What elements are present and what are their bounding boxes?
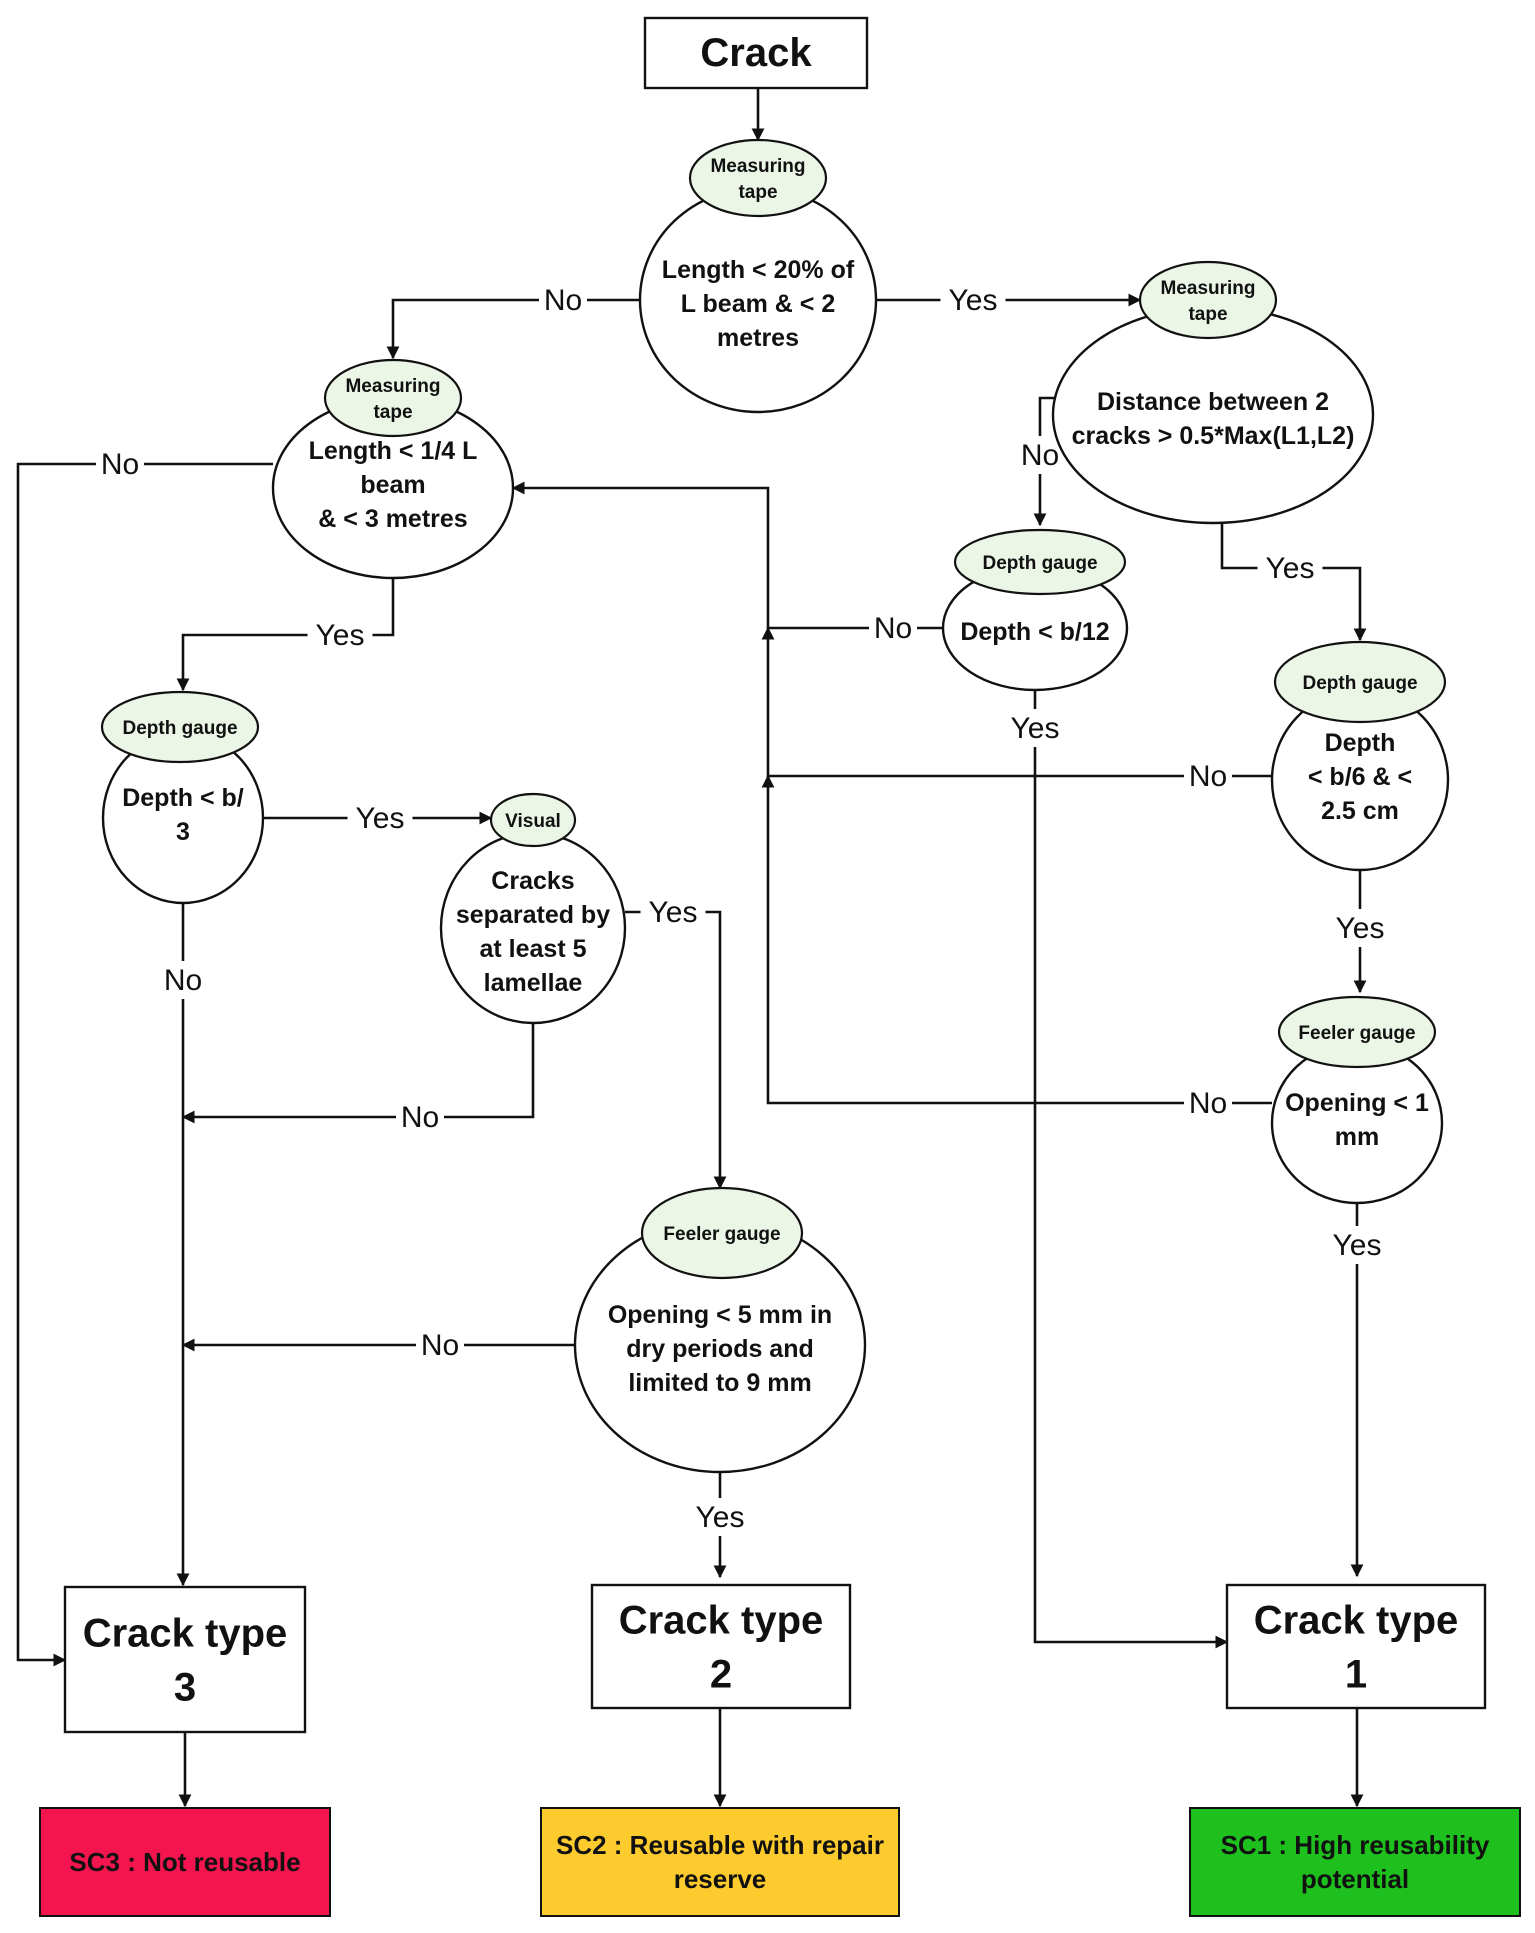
edge-label-bg-e1 — [539, 281, 587, 319]
edge-label-e13: No — [164, 964, 202, 997]
tool-label-d8: Feeler gauge — [1298, 1023, 1415, 1044]
tool-badge-d3 — [323, 358, 463, 438]
edge-label-bg-e15 — [396, 1098, 444, 1136]
crack-type-box-t3 — [63, 1585, 307, 1734]
tool-label-d7: Visual — [505, 811, 561, 832]
condition-label-d5: Depth< b/6 & <2.5 cm — [1308, 729, 1412, 825]
edge-label-e14: Yes — [356, 802, 405, 835]
connector-e4 — [176, 578, 395, 692]
connector-e1 — [386, 298, 642, 360]
edge-label-e1: No — [544, 284, 582, 317]
edge-label-e11: No — [1189, 1087, 1227, 1120]
start-box — [643, 16, 869, 90]
edge-label-bg-e9 — [1184, 757, 1232, 795]
edge-label-e18: Yes — [696, 1501, 745, 1534]
connector-e15 — [181, 1023, 535, 1124]
tool-label-d4: Depth gauge — [982, 553, 1097, 574]
start-label: Crack — [700, 31, 812, 75]
edge-label-bg-e14 — [347, 799, 413, 837]
result-box-sc2 — [540, 1807, 900, 1917]
edge-label-bg-e4 — [307, 616, 373, 654]
edge-label-e7: No — [874, 612, 912, 645]
edge-label-bg-e16 — [640, 893, 706, 931]
tool-badge-d6 — [100, 690, 260, 764]
crack-type-box-t1 — [1225, 1583, 1487, 1710]
edge-label-bg-e3 — [96, 445, 144, 483]
condition-label-d6: Depth < b/3 — [122, 784, 244, 846]
tool-badge-d2 — [1138, 260, 1278, 340]
edge-label-bg-e12 — [1324, 1226, 1390, 1264]
result-box-sc1 — [1189, 1807, 1521, 1917]
edge-label-bg-e7 — [869, 609, 917, 647]
edge-label-e3: No — [101, 448, 139, 481]
edge-label-e5: No — [1021, 439, 1059, 472]
edge-label-e17: No — [421, 1329, 459, 1362]
connector-e16 — [625, 910, 727, 1190]
edge-label-bg-e2 — [940, 281, 1006, 319]
edge-label-bg-e13 — [159, 961, 207, 999]
tool-badge-d8 — [1277, 995, 1437, 1069]
edge-label-bg-e10 — [1327, 909, 1393, 947]
edge-label-e2: Yes — [949, 284, 998, 317]
edge-label-e8: Yes — [1011, 712, 1060, 745]
edge-label-e16: Yes — [649, 896, 698, 929]
tool-label-d5: Depth gauge — [1302, 673, 1417, 694]
edge-label-bg-e8 — [1002, 709, 1068, 747]
tool-badge-d7 — [489, 792, 577, 848]
tool-badge-d5 — [1273, 640, 1447, 724]
tool-badge-d9 — [640, 1186, 804, 1280]
condition-label-d4: Depth < b/12 — [960, 618, 1109, 646]
tool-label-d6: Depth gauge — [122, 718, 237, 739]
connector-e5 — [1033, 396, 1058, 527]
connector-e8 — [1033, 690, 1229, 1649]
edge-label-e4: Yes — [316, 619, 365, 652]
edge-label-e6: Yes — [1266, 552, 1315, 585]
tool-badge-d1 — [688, 138, 828, 218]
result-label-sc3: SC3 : Not reusable — [69, 1847, 300, 1877]
tool-badge-d4 — [953, 528, 1127, 596]
edge-label-e10: Yes — [1336, 912, 1385, 945]
edge-label-bg-e11 — [1184, 1084, 1232, 1122]
connector-e3 — [16, 462, 273, 1667]
edge-label-e15: No — [401, 1101, 439, 1134]
edge-label-bg-e6 — [1257, 549, 1323, 587]
connector-e11 — [761, 774, 1272, 1105]
edge-label-bg-e5 — [1016, 436, 1064, 474]
edge-label-bg-e18 — [687, 1498, 753, 1536]
edge-label-e12: Yes — [1333, 1229, 1382, 1262]
result-box-sc3 — [39, 1807, 331, 1917]
crack-type-box-t2 — [590, 1583, 852, 1710]
edge-label-bg-e17 — [416, 1326, 464, 1364]
edge-label-e9: No — [1189, 760, 1227, 793]
connector-e7 — [511, 481, 943, 630]
tool-label-d9: Feeler gauge — [663, 1224, 780, 1245]
